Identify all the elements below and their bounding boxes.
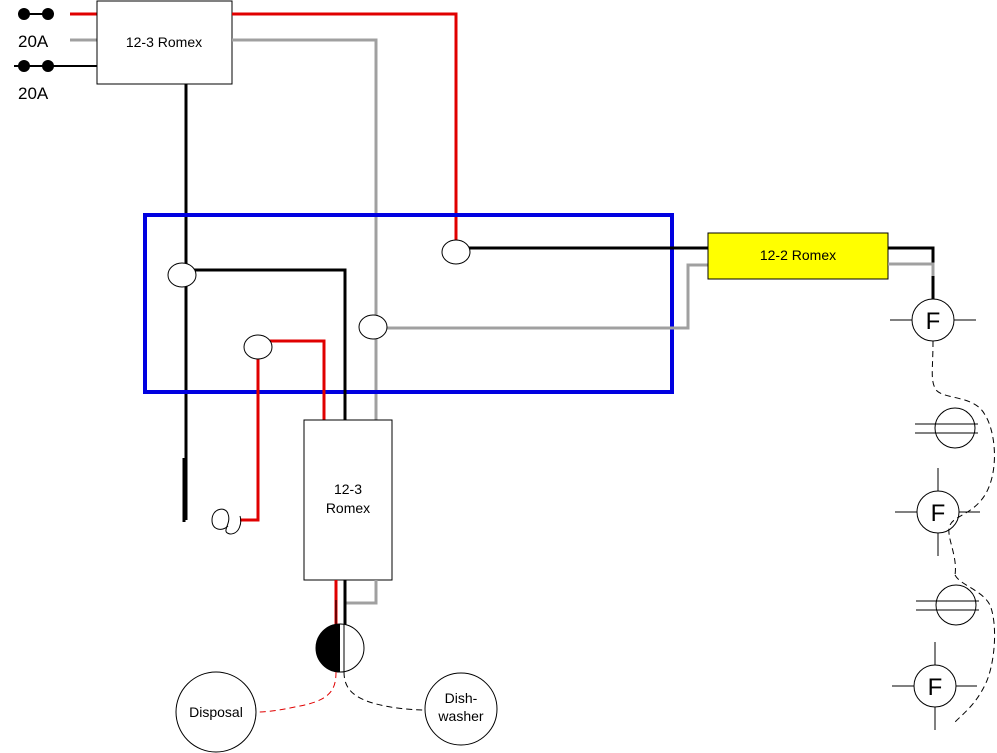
- fixture-2: F: [895, 468, 980, 556]
- switch-loop-lower: [211, 519, 229, 530]
- main-romex-label: 12-3 Romex: [126, 34, 202, 50]
- disposal-label: Disposal: [189, 704, 243, 720]
- breaker-2: 20A: [14, 60, 97, 103]
- lower-neutral-wire: [345, 580, 378, 605]
- main-romex-box: [96, 0, 233, 85]
- lower-romex-label-line1: 12-3: [334, 481, 362, 497]
- branch-neutral-wire: [888, 262, 935, 276]
- fixture-3-symbol: F: [928, 674, 943, 701]
- neutral-wire-to-branch: [376, 263, 708, 330]
- switch-symbol: [182, 458, 242, 535]
- dishwasher-circle: [424, 672, 498, 746]
- red-switch-leg-wire: [240, 348, 260, 522]
- junction-box: [143, 213, 674, 394]
- disposal-dashed-wire: [257, 671, 337, 713]
- lower-romex-box: [303, 419, 393, 581]
- receptacle-2-circle: [935, 584, 977, 626]
- wire-nut-red: [243, 334, 273, 360]
- fixture-3-circle: [913, 664, 957, 708]
- red-hot-wire-main: [232, 12, 458, 244]
- fixture-1-symbol: F: [926, 308, 941, 335]
- branch-black-wire: [888, 246, 935, 300]
- breaker-1-label: 20A: [18, 32, 49, 51]
- dishwasher-dashed-wire: [343, 671, 426, 711]
- receptacle-1: [915, 407, 978, 449]
- disposal: Disposal: [175, 671, 257, 753]
- wire-nut-neutral: [358, 314, 388, 340]
- dishwasher-label-line2: washer: [437, 708, 483, 724]
- dishwasher-label-line1: Dish-: [445, 690, 478, 706]
- dishwasher: Dish- washer: [424, 672, 498, 746]
- dashed-switched-leg-2: [954, 574, 996, 723]
- split-receptacle: [315, 600, 365, 673]
- split-receptacle-half: [316, 624, 340, 672]
- branch-romex-label: 12-2 Romex: [760, 247, 836, 263]
- black-hot-wire-to-lower-romex: [186, 268, 347, 420]
- fixture-2-circle: [916, 490, 960, 534]
- receptacle-1-circle: [934, 407, 976, 449]
- wire-nut-hot-branch: [441, 239, 471, 265]
- breaker-2-label: 20A: [18, 84, 49, 103]
- branch-romex-box: [707, 232, 889, 280]
- disposal-circle: [175, 671, 257, 753]
- receptacle-2: [916, 584, 979, 626]
- dashed-switched-leg-1: [931, 340, 995, 576]
- switch-loop: [211, 508, 242, 535]
- red-hot-wire-to-lower-romex: [258, 339, 326, 420]
- lower-romex-label-line2: Romex: [326, 500, 370, 516]
- fixture-2-symbol: F: [931, 500, 946, 527]
- fixture-1: F: [890, 276, 976, 342]
- neutral-wire-main: [232, 38, 378, 420]
- wire-nut-black: [167, 262, 197, 288]
- fixture-3: F: [892, 642, 977, 730]
- breaker-1: 20A: [18, 8, 54, 51]
